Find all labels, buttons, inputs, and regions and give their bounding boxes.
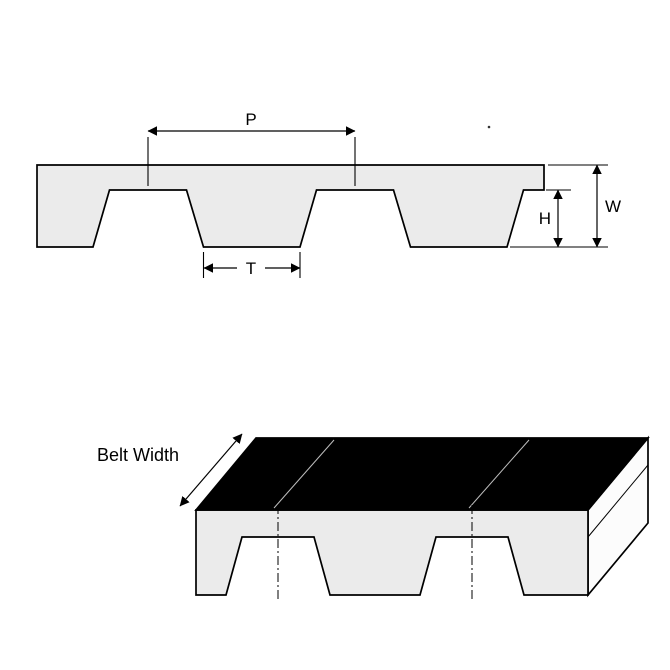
- top-face-divider-line-2: [468, 439, 530, 509]
- t-label: T: [246, 259, 256, 278]
- stray-mark: [487, 125, 491, 129]
- end-face-back-line: [587, 464, 649, 538]
- h-label: H: [539, 209, 551, 228]
- belt-cross-section: P T H W: [36, 110, 621, 278]
- belt-width-label: Belt Width: [97, 445, 179, 465]
- top-face-divider-line-1: [273, 439, 335, 509]
- p-label: P: [245, 110, 256, 129]
- belt-width-arrow: [179, 433, 243, 507]
- belt-profile-shape: [36, 164, 545, 248]
- w-label: W: [605, 197, 621, 216]
- belt-front-face: [195, 509, 589, 596]
- belt-top-face: [194, 437, 650, 511]
- belt-iso-view: Belt Width: [97, 433, 650, 599]
